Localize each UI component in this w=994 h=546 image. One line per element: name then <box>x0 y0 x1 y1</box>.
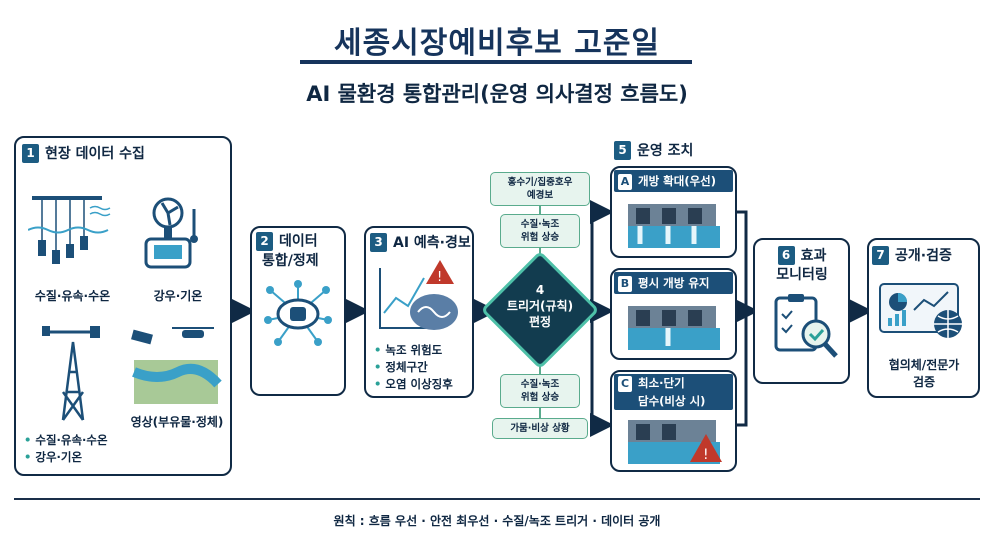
trigger-pill-drought: 가뭄·비상 상황 <box>492 418 588 439</box>
step3-bullet-item: •정체구간 <box>374 360 428 374</box>
svg-text:!: ! <box>437 270 442 285</box>
flow-meter-icon <box>144 197 198 269</box>
step2-title1: 데이터 <box>279 233 318 250</box>
step7-caption1: 협의체/전문가 <box>888 358 960 372</box>
step1-rain-label: 강우·기온 <box>153 289 203 303</box>
page-title: 세종시장예비후보 고준일 <box>333 26 661 61</box>
svg-text:!: ! <box>703 447 709 463</box>
step7-num: 7 <box>872 245 889 265</box>
step6-header: 6 효과 <box>758 245 846 265</box>
dam-icon-a <box>628 204 720 248</box>
option-a-label: 개방 확대(우선) <box>638 174 716 188</box>
step1-bullets: •수질·유속·수온 •강우·기온 <box>24 432 108 466</box>
option-c-label1: 최소·단기 <box>638 376 685 390</box>
step4-num: 4 <box>535 283 545 297</box>
trigger-pill-quality-bottom: 수질·녹조 위험 상승 <box>500 374 580 408</box>
step5-title: 운영 조치 <box>637 143 694 159</box>
step1-bullet-item: •강우·기온 <box>24 450 83 464</box>
step7-caption2: 검증 <box>912 375 936 389</box>
step6-num: 6 <box>777 245 795 265</box>
step1-water-label: 수질·유속·수온 <box>34 289 111 303</box>
step3-bullets: •녹조 위험도 •정체구간 •오염 이상징후 <box>374 342 453 393</box>
option-b-key: B <box>618 276 632 292</box>
step1-num: 1 <box>22 143 39 163</box>
dam-icon-c: ! <box>628 420 722 464</box>
data-cloud-network-icon <box>264 280 332 346</box>
weather-tower-icon <box>42 326 100 421</box>
dashboard-globe-icon <box>879 283 962 338</box>
step7-title: 공개·검증 <box>895 248 952 264</box>
step2-header: 2 데이터 <box>256 232 318 251</box>
trigger-pill-quality-top: 수질·녹조 위험 상승 <box>500 214 580 248</box>
cctv-drone-river-icon <box>131 327 222 404</box>
option-a-key: A <box>618 174 632 190</box>
step1-title: 현장 데이터 수집 <box>45 146 145 162</box>
arrow-5-6 <box>737 210 748 311</box>
step7-header: 7 공개·검증 <box>872 245 952 265</box>
sensor-probes-icon <box>28 196 111 264</box>
step3-bullet-item: •오염 이상징후 <box>374 377 453 391</box>
arrow-to-c <box>590 311 614 437</box>
title-underline <box>300 60 692 64</box>
option-a-bar: A 개방 확대(우선) <box>614 170 733 192</box>
dam-icon-b <box>628 306 720 350</box>
footer-divider <box>14 498 980 500</box>
page-subtitle: AI 물환경 통합관리(운영 의사결정 흐름도) <box>306 82 688 106</box>
step1-header: 1 현장 데이터 수집 <box>22 143 145 163</box>
step4-diamond: 4 트리거(규칙) 편정 <box>480 250 600 370</box>
principles-footer: 원칙 : 흐름 우선 · 안전 최우선 · 수질/녹조 트리거 · 데이터 공개 <box>333 514 661 528</box>
step6-title2: 모니터링 <box>776 267 828 283</box>
option-b-label: 평시 개방 유지 <box>638 276 710 290</box>
step2-title2: 통합/정제 <box>262 253 319 269</box>
step5-header: 5 운영 조치 <box>614 140 693 160</box>
option-c-label2: 담수(비상 시) <box>638 394 706 408</box>
step1-bullet-item: •수질·유속·수온 <box>24 433 108 447</box>
step3-num: 3 <box>370 232 387 252</box>
step4-title2: 편정 <box>528 315 552 329</box>
step1-video-label: 영상(부유물·정체) <box>130 415 224 429</box>
arrow-5-6b <box>737 311 748 427</box>
option-c-bar: C 최소·단기 담수(비상 시) <box>614 374 733 410</box>
step5-num: 5 <box>614 140 631 160</box>
option-c-key: C <box>618 376 632 392</box>
step1-box <box>14 136 232 476</box>
ai-brain-chart-icon: ! <box>379 260 458 330</box>
step4-title1: 트리거(규칙) <box>506 299 574 313</box>
step2-num: 2 <box>256 232 273 251</box>
clipboard-check-icon <box>774 294 838 358</box>
trigger-pill-flood: 홍수기/집중호우 예경보 <box>490 172 590 206</box>
step3-title: AI 예측·경보 <box>393 235 471 251</box>
step3-header: 3 AI 예측·경보 <box>370 232 471 252</box>
option-b-bar: B 평시 개방 유지 <box>614 272 733 294</box>
step3-bullet-item: •녹조 위험도 <box>374 343 443 357</box>
step6-title1: 효과 <box>800 248 827 264</box>
